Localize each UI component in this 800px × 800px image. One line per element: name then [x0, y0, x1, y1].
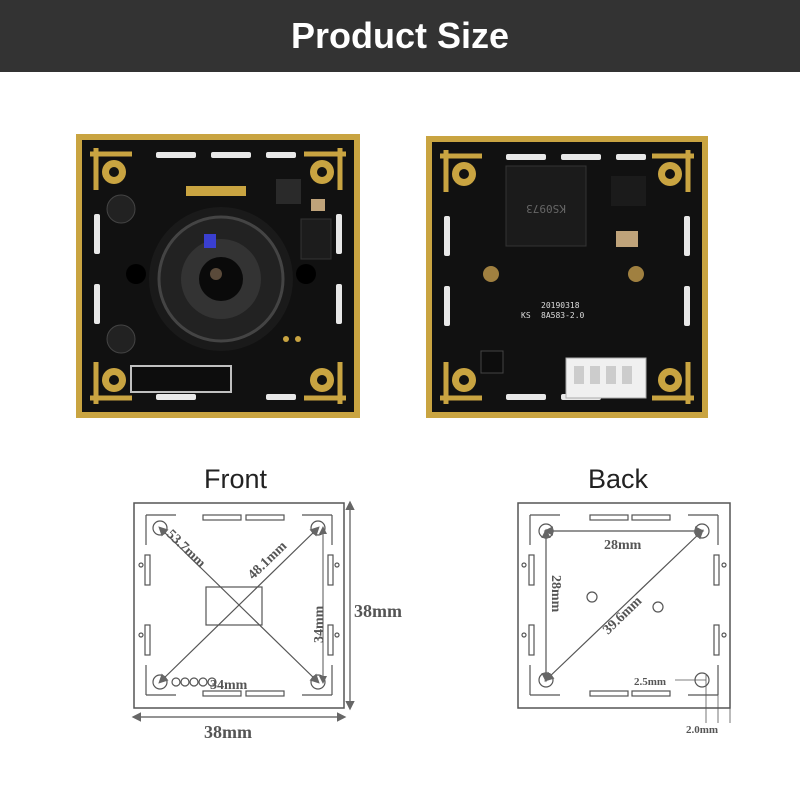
back-hole: 2.5mm [634, 676, 666, 688]
front-diag-left: 53.7mm [163, 527, 208, 571]
front-board-photo [76, 134, 360, 418]
back-caption: Back [588, 464, 649, 494]
chip-label: KS0973 [526, 202, 566, 215]
front-caption: Front [204, 464, 268, 494]
page-title: Product Size [290, 15, 510, 56]
silk-ks: KS [521, 311, 531, 320]
front-inner-width: 34mm [210, 678, 248, 693]
front-inner-height: 34mm [312, 605, 327, 643]
front-dimension-diagram: 53.7mm 48.1mm 34mm 34mm 38mm 38mm [131, 500, 402, 742]
back-edge: 2.0mm [686, 724, 718, 736]
silk-date: 20190318 [541, 301, 580, 310]
front-outer-height: 38mm [354, 601, 402, 621]
back-board-photo: KS0973 20190318 KS 8A583-2.0 [426, 136, 708, 418]
silk-model: 8A583-2.0 [541, 311, 585, 320]
back-left: 28mm [548, 575, 563, 613]
back-dimension-diagram: 28mm 28mm 39.6mm 2.5mm 2.0mm [517, 502, 731, 736]
title-banner: Product Size [0, 0, 800, 72]
back-top: 28mm [604, 538, 642, 553]
back-diagonal: 39.6mm [600, 594, 645, 638]
front-outer-width: 38mm [204, 722, 252, 742]
